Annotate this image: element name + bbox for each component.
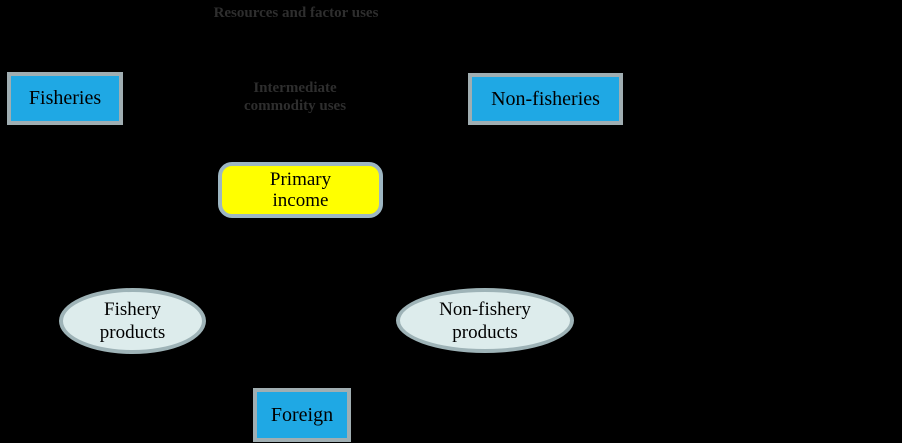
- flow-label-line2: commodity uses: [243, 98, 347, 114]
- node-primary-income-line1: Primary: [269, 169, 332, 190]
- node-fishery-products: Fishery products: [59, 288, 206, 354]
- node-non-fishery-products-line2: products: [452, 321, 518, 343]
- node-foreign: Foreign: [253, 388, 351, 442]
- diagram-title: Resources and factor uses: [213, 5, 379, 21]
- node-primary-income-label: Primary income: [270, 169, 331, 211]
- node-non-fishery-products-label: Non-fishery products: [439, 298, 531, 344]
- intermediate-commodity-uses-label: Intermediate commodity uses: [210, 79, 380, 115]
- node-non-fisheries-label: Non-fisheries: [491, 87, 600, 110]
- node-primary-income: Primary income: [218, 162, 383, 218]
- node-non-fisheries: Non-fisheries: [468, 73, 623, 125]
- node-foreign-label: Foreign: [270, 403, 334, 426]
- node-fishery-products-line2: products: [99, 322, 166, 343]
- node-fishery-products-line1: Fishery: [104, 299, 161, 320]
- node-fisheries-label: Fisheries: [28, 87, 102, 109]
- node-fisheries: Fisheries: [7, 72, 123, 125]
- node-non-fishery-products-line1: Non-fishery: [439, 298, 531, 320]
- node-primary-income-line2: income: [272, 190, 329, 211]
- node-non-fishery-products: Non-fishery products: [396, 288, 574, 353]
- node-fishery-products-label: Fishery products: [100, 298, 165, 344]
- flow-label-line1: Intermediate: [253, 80, 337, 96]
